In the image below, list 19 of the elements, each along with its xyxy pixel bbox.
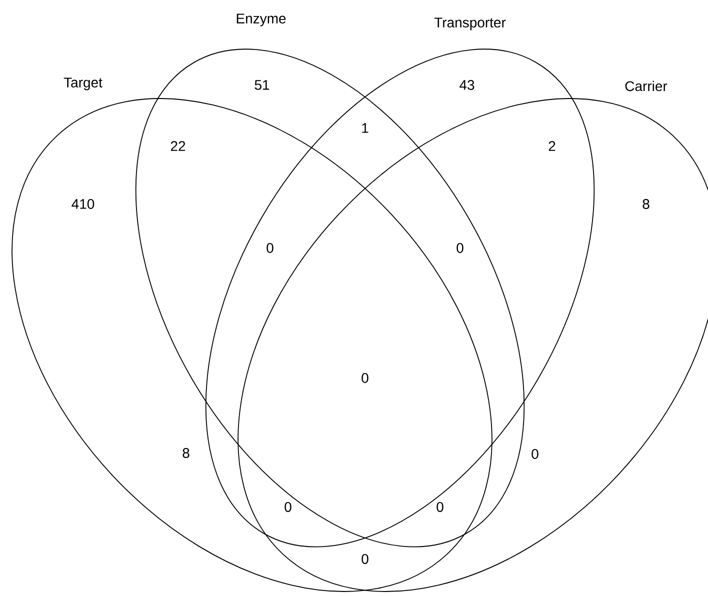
region-count: 0 <box>266 243 274 253</box>
region-count: 0 <box>284 502 292 512</box>
region-count: 8 <box>642 199 650 209</box>
region-count: 43 <box>460 80 474 90</box>
region-count: 2 <box>548 141 556 151</box>
set-label: Enzyme <box>236 14 286 26</box>
region-count: 0 <box>436 502 444 512</box>
region-count: 0 <box>456 243 464 253</box>
set-label: Carrier <box>625 80 668 92</box>
region-count: 0 <box>532 449 538 459</box>
set-label: Transporter <box>434 18 506 30</box>
region-count: 0 <box>362 373 368 383</box>
region-count: 0 <box>362 554 368 564</box>
set-label: Target <box>64 78 102 90</box>
region-count: 1 <box>362 123 368 133</box>
region-count: 8 <box>182 448 190 458</box>
region-count: 22 <box>170 141 186 151</box>
region-count: 51 <box>254 80 270 90</box>
region-count: 410 <box>72 199 94 209</box>
